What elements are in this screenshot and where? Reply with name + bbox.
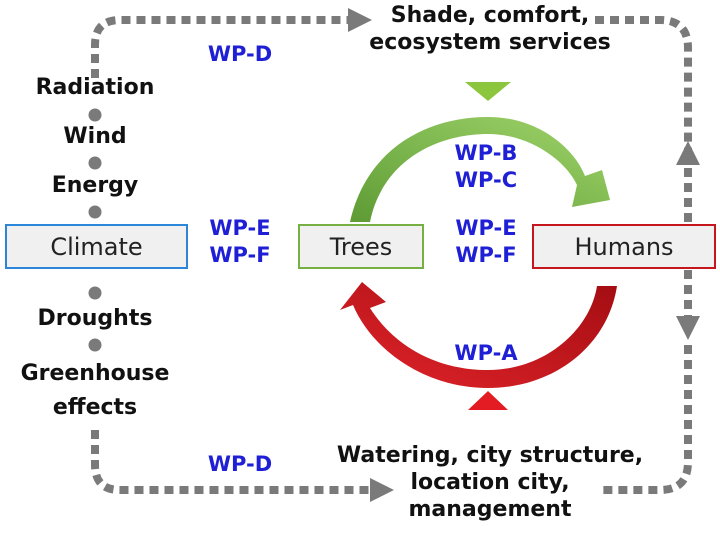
bottom-label-line: Watering, city structure, <box>336 443 644 468</box>
top-right-dotted-line <box>595 16 692 165</box>
bottom-label-line: location city, <box>410 470 570 495</box>
trees-box: Trees <box>298 224 424 269</box>
top-label-line: ecosystem services <box>369 30 611 55</box>
top-dotted-arrowhead <box>348 8 372 32</box>
factor-radiation: Radiation <box>35 75 155 100</box>
wp-upper-arc: WP-B WP-C <box>436 140 536 194</box>
red-curved-arrow <box>340 282 617 388</box>
humans-box: Humans <box>532 224 716 269</box>
bottom-label-line: management <box>408 497 572 522</box>
wp-label: WP-E <box>209 216 271 240</box>
factor-dot <box>88 205 102 219</box>
top-dotted-line <box>91 16 348 78</box>
factor-dot <box>88 286 102 300</box>
top-triangle <box>465 82 511 101</box>
factor-dot <box>88 338 102 352</box>
top-label: Shade, comfort, ecosystem services <box>340 2 640 56</box>
factor-effects: effects <box>52 395 138 420</box>
wp-climate-trees: WP-E WP-F <box>190 215 290 269</box>
wp-bottom-left: WP-D <box>207 452 273 476</box>
factor-energy: Energy <box>51 173 139 198</box>
bottom-triangle <box>468 391 508 410</box>
wp-label: WP-E <box>455 216 517 240</box>
factor-wind: Wind <box>63 124 127 149</box>
bottom-right-dotted-line <box>598 345 692 494</box>
climate-box: Climate <box>5 224 188 269</box>
wp-label: WP-F <box>209 243 271 267</box>
right-up-arrowhead <box>676 141 700 165</box>
bottom-dotted-line <box>91 430 370 494</box>
factor-dot <box>88 108 102 122</box>
green-curved-arrow <box>350 117 610 222</box>
wp-label: WP-C <box>454 168 518 192</box>
bottom-label: Watering, city structure, location city,… <box>310 442 670 523</box>
wp-top-left: WP-D <box>207 42 273 66</box>
factor-greenhouse: Greenhouse <box>20 361 170 386</box>
wp-label: WP-B <box>454 141 518 165</box>
bottom-dotted-arrowhead <box>370 478 394 502</box>
wp-trees-humans: WP-E WP-F <box>436 215 536 269</box>
right-down-arrowhead <box>676 316 700 340</box>
factor-droughts: Droughts <box>37 306 153 331</box>
wp-label: WP-F <box>455 243 517 267</box>
factor-dot <box>88 156 102 170</box>
wp-lower-arc: WP-A <box>454 341 518 365</box>
top-label-line: Shade, comfort, <box>390 3 590 28</box>
